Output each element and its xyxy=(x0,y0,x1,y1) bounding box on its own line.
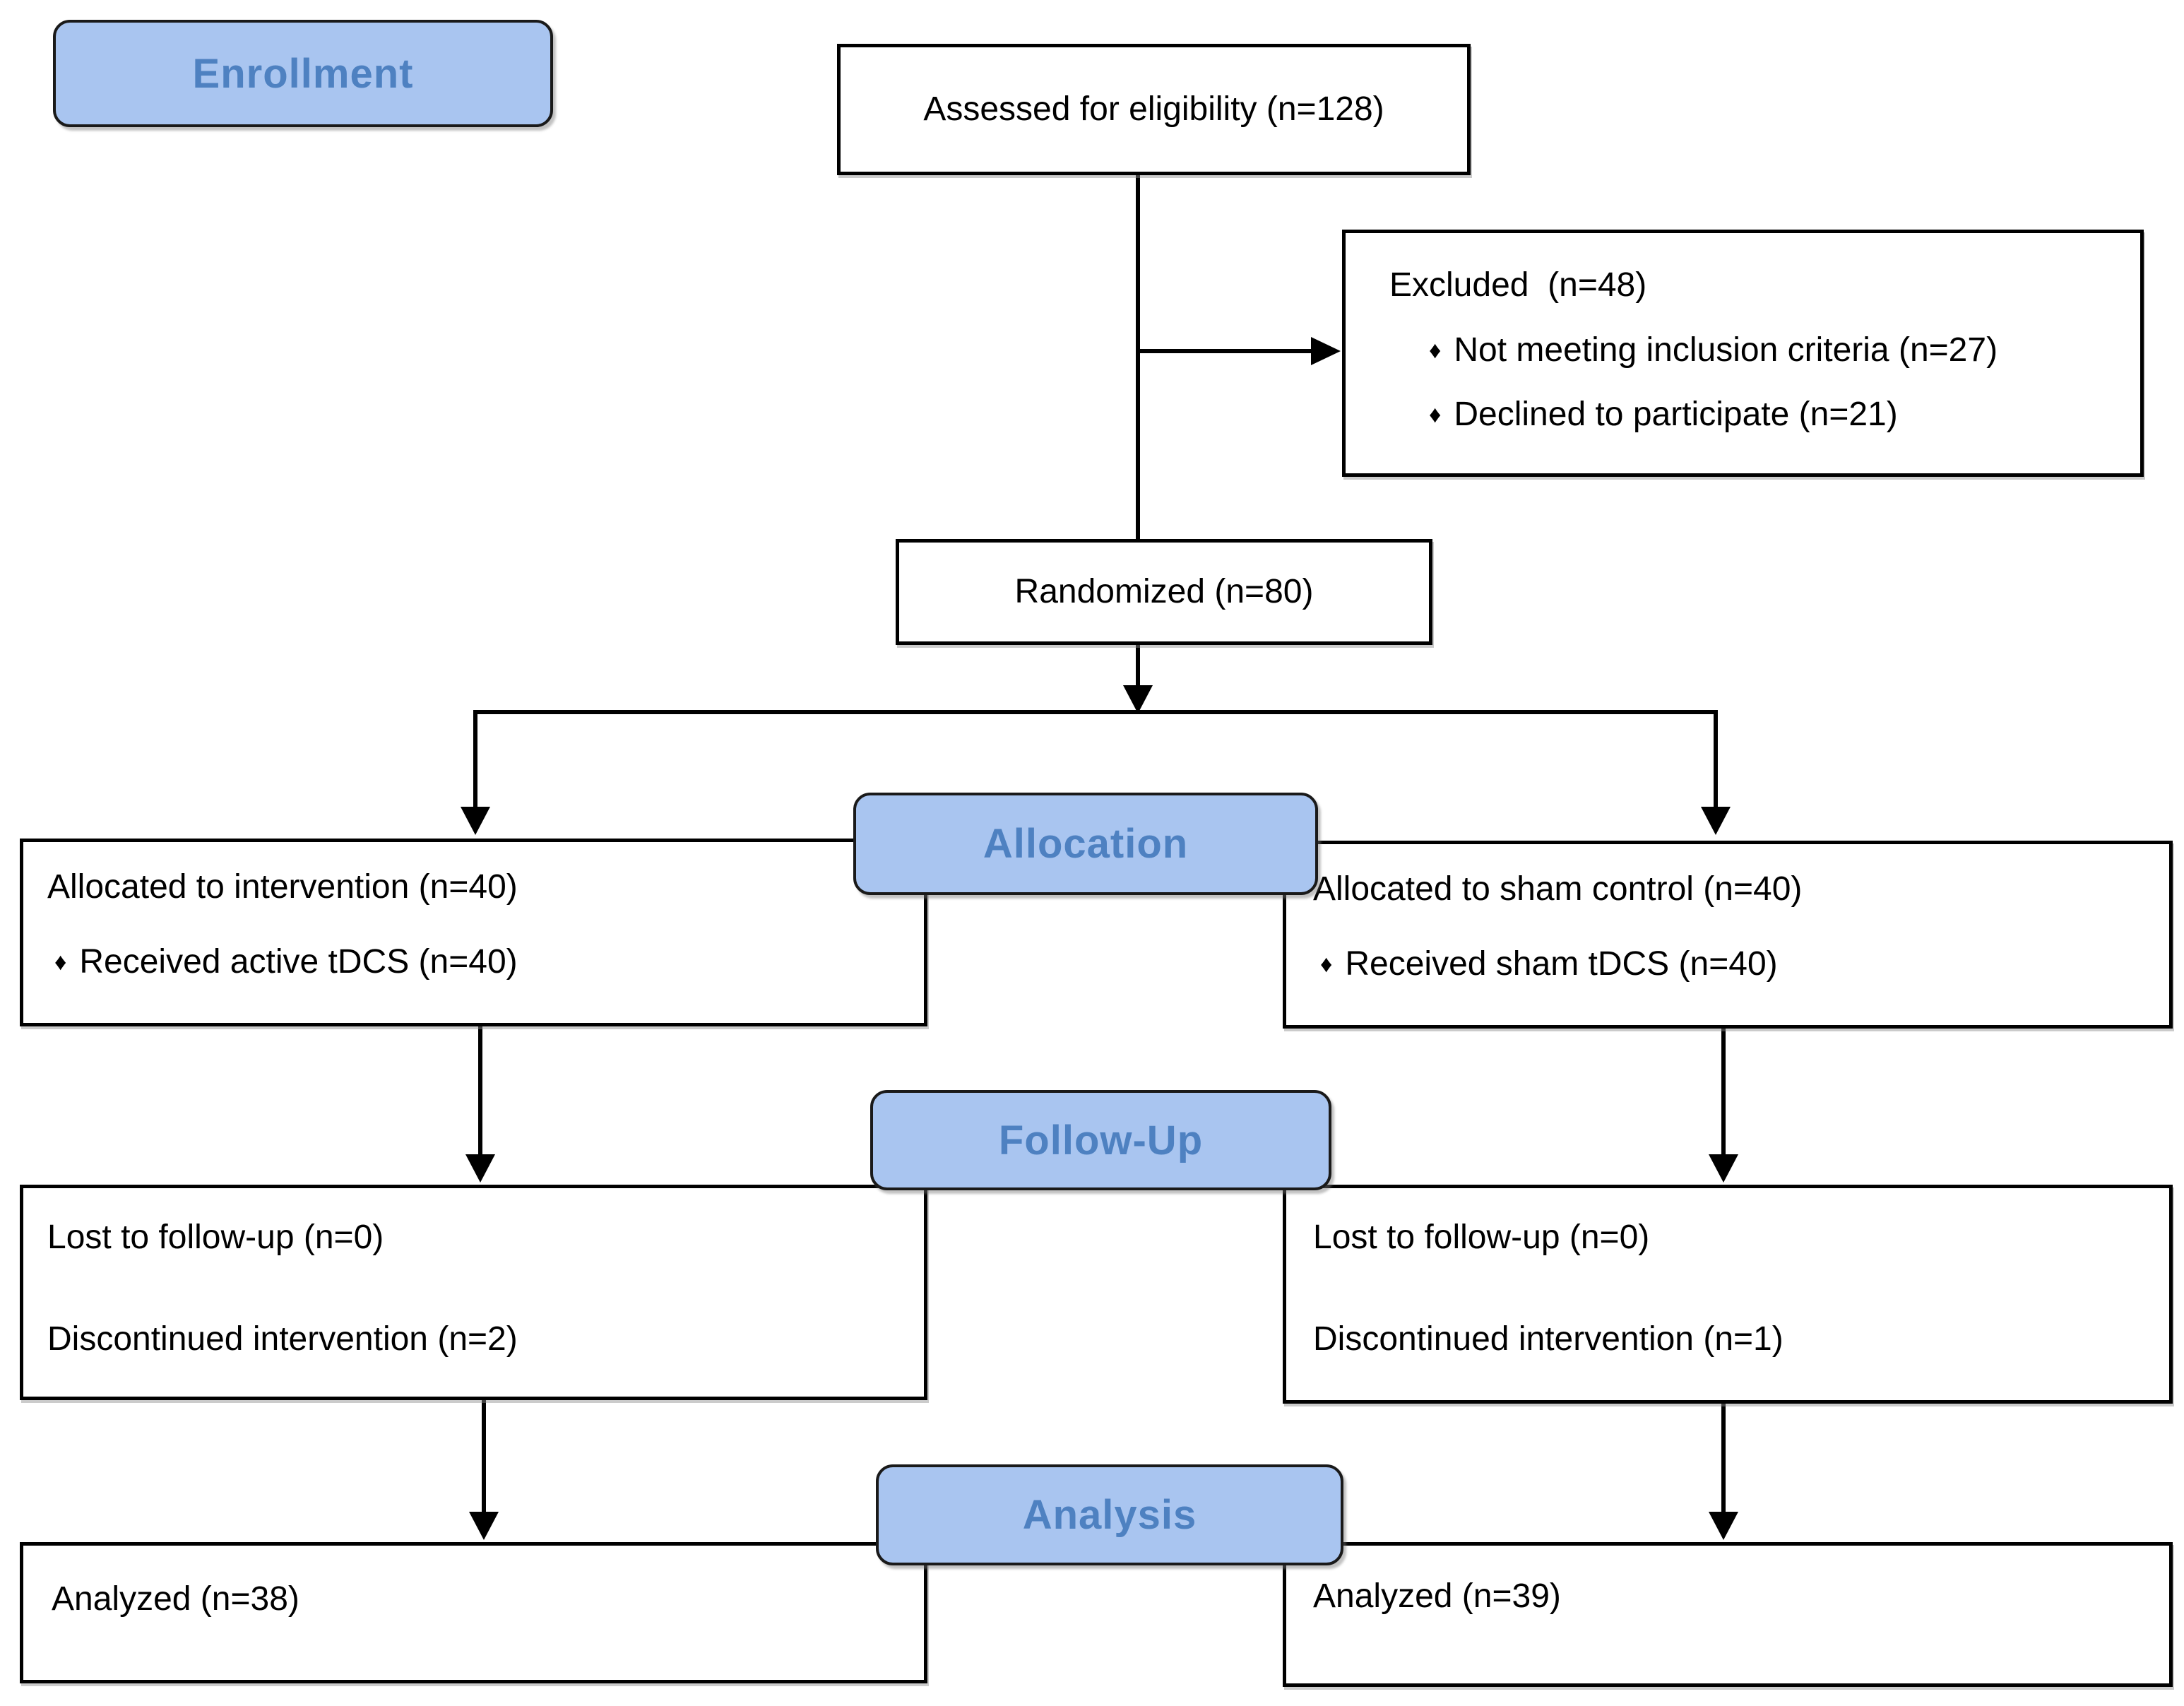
flow-box-assessed: Assessed for eligibility (n=128) xyxy=(837,44,1471,175)
flow-box-followup-sham: Lost to follow-up (n=0) Discontinued int… xyxy=(1283,1185,2173,1404)
fu-left-line-1: Lost to follow-up (n=0) xyxy=(47,1219,384,1256)
flow-box-followup-intervention: Lost to follow-up (n=0) Discontinued int… xyxy=(20,1185,927,1400)
connector-followup-to-analysis-right xyxy=(1721,1404,1726,1512)
connector-followup-to-analysis-left xyxy=(482,1400,486,1512)
alloc-right-title: Allocated to sham control (n=40) xyxy=(1313,870,1803,908)
connector-assessed-to-randomized xyxy=(1136,175,1140,539)
excluded-bullet-1-text: Not meeting inclusion criteria (n=27) xyxy=(1454,331,1998,369)
arrowhead-alloc-right-icon xyxy=(1701,807,1731,835)
arrowhead-followup-left-icon xyxy=(465,1154,495,1183)
connector-split-right xyxy=(1714,710,1718,807)
stage-banner-analysis: Analysis xyxy=(876,1464,1343,1565)
excluded-bullet-2-text: Declined to participate (n=21) xyxy=(1454,396,1898,434)
arrowhead-followup-right-icon xyxy=(1709,1154,1738,1183)
flow-box-allocated-intervention: Allocated to intervention (n=40) ♦ Receiv… xyxy=(20,839,927,1026)
arrowhead-analysis-left-icon xyxy=(469,1512,499,1540)
stage-label-followup: Follow-Up xyxy=(998,1117,1204,1163)
connector-alloc-to-followup-right xyxy=(1721,1029,1726,1155)
assessed-text: Assessed for eligibility (n=128) xyxy=(923,90,1384,129)
flow-box-excluded: Excluded (n=48) ♦ Not meeting inclusion c… xyxy=(1342,230,2144,477)
an-left-text: Analyzed (n=38) xyxy=(52,1580,299,1618)
arrowhead-split-icon xyxy=(1123,685,1153,713)
flow-box-analyzed-intervention: Analyzed (n=38) xyxy=(20,1542,927,1683)
alloc-left-bullet: ♦ Received active tDCS (n=40) xyxy=(54,942,917,982)
alloc-left-title: Allocated to intervention (n=40) xyxy=(47,868,518,906)
arrowhead-excluded-icon xyxy=(1311,337,1341,365)
stage-label-allocation: Allocation xyxy=(983,821,1189,867)
arrowhead-alloc-left-icon xyxy=(461,807,490,835)
alloc-left-bullet-text: Received active tDCS (n=40) xyxy=(79,942,518,981)
fu-right-line-1: Lost to follow-up (n=0) xyxy=(1313,1219,1650,1256)
fu-left-line-2: Discontinued intervention (n=2) xyxy=(47,1320,518,1358)
excluded-bullet-1: ♦ Not meeting inclusion criteria (n=27) xyxy=(1429,331,2126,370)
alloc-right-bullet: ♦ Received sham tDCS (n=40) xyxy=(1320,944,2162,984)
fu-right-line-2: Discontinued intervention (n=1) xyxy=(1313,1320,1784,1358)
randomized-text: Randomized (n=80) xyxy=(1014,573,1314,611)
connector-alloc-to-followup-left xyxy=(478,1026,482,1155)
stage-banner-allocation: Allocation xyxy=(853,793,1318,895)
diamond-bullet-icon: ♦ xyxy=(54,948,67,976)
diamond-bullet-icon: ♦ xyxy=(1320,950,1333,978)
excluded-bullet-2: ♦ Declined to participate (n=21) xyxy=(1429,395,2126,434)
diamond-bullet-icon: ♦ xyxy=(1429,336,1442,364)
stage-label-analysis: Analysis xyxy=(1022,1492,1197,1538)
connector-randomized-down xyxy=(1136,645,1140,687)
connector-to-excluded xyxy=(1136,349,1312,353)
an-right-text: Analyzed (n=39) xyxy=(1313,1577,1561,1615)
connector-split-left xyxy=(473,710,477,807)
connector-split-horizontal xyxy=(473,710,1718,714)
stage-banner-enrollment: Enrollment xyxy=(53,20,553,127)
flow-box-allocated-sham: Allocated to sham control (n=40) ♦ Receiv… xyxy=(1283,841,2173,1029)
alloc-right-bullet-text: Received sham tDCS (n=40) xyxy=(1345,944,1778,983)
diamond-bullet-icon: ♦ xyxy=(1429,401,1442,429)
arrowhead-analysis-right-icon xyxy=(1709,1512,1738,1540)
stage-banner-followup: Follow-Up xyxy=(870,1090,1331,1190)
flow-box-randomized: Randomized (n=80) xyxy=(896,539,1432,645)
excluded-title: Excluded (n=48) xyxy=(1389,266,1647,304)
stage-label-enrollment: Enrollment xyxy=(192,50,414,97)
flow-box-analyzed-sham: Analyzed (n=39) xyxy=(1283,1542,2173,1687)
